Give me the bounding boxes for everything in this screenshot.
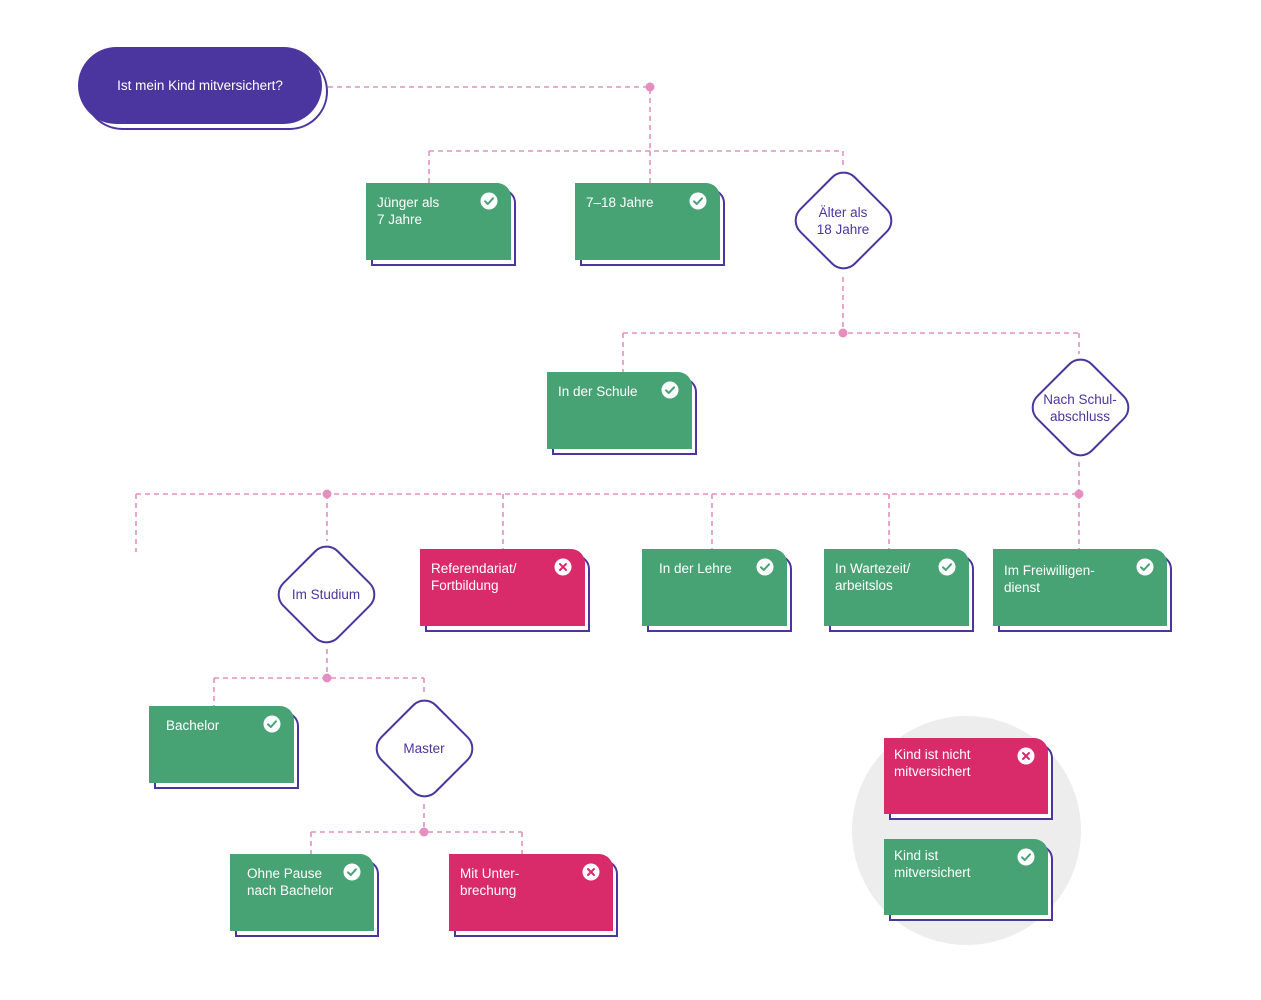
card-bachelor-label: Bachelor <box>166 718 220 733</box>
card-wartezeit-label: In Wartezeit/ arbeitslos <box>835 561 911 593</box>
connector-master-branches <box>310 831 523 854</box>
card-freiwillig-box: Im Freiwilligen- dienst <box>993 549 1167 626</box>
junction-dot <box>1074 489 1084 499</box>
legend-not-covered-box: Kind ist nicht mitversichert <box>884 738 1048 814</box>
legend-not-covered: Kind ist nicht mitversichert <box>884 738 1053 820</box>
x-circle-icon <box>582 863 600 881</box>
legend-not-covered-label: Kind ist nicht mitversichert <box>894 747 971 779</box>
card-unterbrechung: Mit Unter- brechung <box>449 854 618 937</box>
diamond-schulabschluss-label: Nach Schul- abschluss <box>1043 392 1117 424</box>
card-juenger: Jünger als 7 Jahre <box>366 183 516 266</box>
x-circle-icon <box>1017 747 1035 765</box>
card-wartezeit: In Wartezeit/ arbeitslos <box>824 549 974 632</box>
card-ohne-pause: Ohne Pause nach Bachelor <box>230 854 379 937</box>
card-ohne-pause-label: Ohne Pause nach Bachelor <box>247 866 334 898</box>
diamond-master <box>375 699 474 798</box>
card-juenger-box: Jünger als 7 Jahre <box>366 183 511 260</box>
check-circle-icon <box>938 558 956 576</box>
card-referendariat-box: Referendariat/ Fortbildung <box>420 549 585 626</box>
card-referendariat-label: Referendariat/ Fortbildung <box>431 561 517 593</box>
diamond-studium-label: Im Studium <box>291 586 361 602</box>
card-referendariat: Referendariat/ Fortbildung <box>420 549 590 632</box>
card-ohne-pause-box: Ohne Pause nach Bachelor <box>230 854 374 931</box>
diamond-aelter-label: Älter als 18 Jahre <box>816 205 870 237</box>
legend-covered-label: Kind ist mitversichert <box>894 848 971 880</box>
junction-dot <box>322 673 332 683</box>
connector-schule-branches <box>622 332 1080 372</box>
card-sieben-achtzehn-label: 7–18 Jahre <box>586 195 654 210</box>
junction-dot <box>322 489 332 499</box>
card-wartezeit-box: In Wartezeit/ arbeitslos <box>824 549 969 626</box>
connector-after-school-branches <box>135 493 1080 552</box>
connector-studium-branches <box>213 677 425 706</box>
check-circle-icon <box>263 715 281 733</box>
card-sieben-achtzehn: 7–18 Jahre <box>575 183 725 266</box>
card-sieben-achtzehn-box: 7–18 Jahre <box>575 183 720 260</box>
card-schule-label: In der Schule <box>558 384 638 399</box>
card-lehre-label: In der Lehre <box>659 561 732 576</box>
legend-covered-box: Kind ist mitversichert <box>884 839 1048 915</box>
diamond-master-label: Master <box>403 740 445 756</box>
check-circle-icon <box>1017 848 1035 866</box>
card-schule: In der Schule <box>547 372 697 455</box>
card-bachelor-box: Bachelor <box>149 706 294 783</box>
connector-start <box>328 86 651 151</box>
start-node-label: Ist mein Kind mitversichert? <box>117 78 283 93</box>
check-circle-icon <box>756 558 774 576</box>
card-freiwillig: Im Freiwilligen- dienst <box>993 549 1172 632</box>
card-unterbrechung-box: Mit Unter- brechung <box>449 854 613 931</box>
card-juenger-label: Jünger als 7 Jahre <box>377 195 440 227</box>
check-circle-icon <box>480 192 498 210</box>
check-circle-icon <box>689 192 707 210</box>
diamond-schulabschluss <box>1031 358 1130 457</box>
card-lehre: In der Lehre <box>642 549 792 632</box>
card-schule-box: In der Schule <box>547 372 692 449</box>
card-freiwillig-label: Im Freiwilligen- dienst <box>1004 563 1095 595</box>
check-circle-icon <box>661 381 679 399</box>
check-circle-icon <box>1136 558 1154 576</box>
junction-dot <box>645 82 655 92</box>
card-lehre-box: In der Lehre <box>642 549 787 626</box>
x-circle-icon <box>554 558 572 576</box>
card-unterbrechung-label: Mit Unter- brechung <box>460 866 520 898</box>
start-node: Ist mein Kind mitversichert? <box>78 47 322 124</box>
diamond-studium <box>277 545 376 644</box>
junction-dot <box>838 328 848 338</box>
legend-covered: Kind ist mitversichert <box>884 839 1053 921</box>
connector-age-branches <box>428 150 844 185</box>
diamond-aelter <box>794 171 893 270</box>
card-bachelor: Bachelor <box>149 706 299 789</box>
junction-dot <box>419 827 429 837</box>
check-circle-icon <box>343 863 361 881</box>
